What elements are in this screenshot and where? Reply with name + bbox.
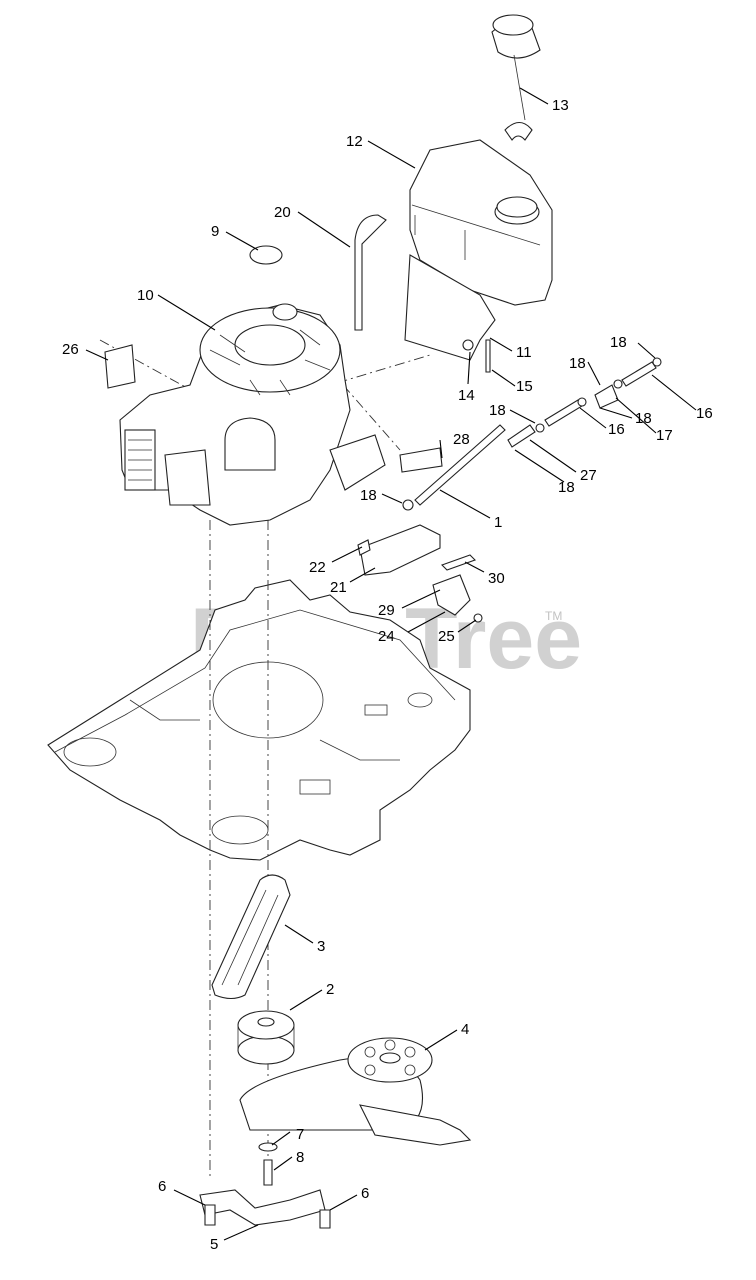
hose-20 xyxy=(354,214,387,331)
callout-18-a: 18 xyxy=(569,355,586,372)
callout-11: 11 xyxy=(516,344,532,361)
centerline-28 xyxy=(329,369,401,451)
engine xyxy=(119,303,386,526)
decal-26 xyxy=(104,344,136,389)
leader-lines xyxy=(85,87,697,1241)
callout-2: 2 xyxy=(326,981,334,998)
callout-6-right: 6 xyxy=(361,1185,369,1202)
clamp-18-mid xyxy=(535,423,545,433)
clamp-18-top xyxy=(652,357,662,367)
centerline-decal xyxy=(99,339,201,396)
pulley-2 xyxy=(237,1010,295,1065)
callout-14: 14 xyxy=(458,387,475,404)
callout-16-mid: 16 xyxy=(608,421,625,438)
screw-6-right xyxy=(319,1209,331,1229)
callouts: 13 12 20 9 10 26 11 14 15 18 16 18 17 18… xyxy=(62,97,713,1253)
callout-15: 15 xyxy=(516,378,533,395)
callout-9: 9 xyxy=(211,223,219,240)
watermark-tm: TM xyxy=(545,609,562,623)
fuel-tank xyxy=(409,139,553,306)
callout-20: 20 xyxy=(274,204,291,221)
callout-12: 12 xyxy=(346,133,363,150)
callout-8: 8 xyxy=(296,1149,304,1166)
transmission-4 xyxy=(239,1037,472,1146)
callout-4: 4 xyxy=(461,1021,469,1038)
callout-21: 21 xyxy=(330,579,347,596)
callout-28: 28 xyxy=(453,431,470,448)
callout-29: 29 xyxy=(378,602,395,619)
bracket-24 xyxy=(432,574,471,616)
fuel-line-1 xyxy=(414,424,506,506)
bracket-5 xyxy=(199,1189,326,1226)
callout-6-left: 6 xyxy=(158,1178,166,1195)
callout-18-b: 18 xyxy=(635,410,652,427)
clamp-18-a xyxy=(577,397,587,407)
fuel-filter-27 xyxy=(507,424,536,448)
washer-7 xyxy=(258,1142,278,1152)
tank-bracket xyxy=(404,254,496,361)
screw-6-left xyxy=(204,1204,216,1226)
clamp-18-lower xyxy=(402,499,414,511)
callout-5: 5 xyxy=(210,1236,218,1253)
tee-17 xyxy=(594,384,619,409)
bolt-14 xyxy=(462,339,474,351)
bolt-15 xyxy=(485,339,491,373)
callout-1: 1 xyxy=(494,514,502,531)
callout-27: 27 xyxy=(580,467,597,484)
callout-16-right: 16 xyxy=(696,405,713,422)
callout-24: 24 xyxy=(378,628,395,645)
decal-9 xyxy=(249,245,283,265)
callout-22: 22 xyxy=(309,559,326,576)
callout-18-e: 18 xyxy=(360,487,377,504)
callout-30: 30 xyxy=(488,570,505,587)
callout-13: 13 xyxy=(552,97,569,114)
callout-18-d: 18 xyxy=(558,479,575,496)
callout-10: 10 xyxy=(137,287,154,304)
callout-7: 7 xyxy=(296,1126,304,1143)
decal-28 xyxy=(399,447,443,473)
clamp-18-b xyxy=(613,379,623,389)
callout-18-top: 18 xyxy=(610,334,627,351)
bolt-8 xyxy=(263,1159,273,1186)
callout-26: 26 xyxy=(62,341,79,358)
fuel-line-16a xyxy=(544,399,583,427)
callout-17: 17 xyxy=(656,427,673,444)
callout-18-c: 18 xyxy=(489,402,506,419)
bolt-22 xyxy=(357,539,371,556)
callout-3: 3 xyxy=(317,938,325,955)
belt-3 xyxy=(211,874,291,1000)
decal-30 xyxy=(440,554,477,571)
bracket-21 xyxy=(359,524,441,576)
callout-25: 25 xyxy=(438,628,455,645)
fuel-line-16b xyxy=(621,361,657,387)
fuel-cap xyxy=(491,14,541,141)
